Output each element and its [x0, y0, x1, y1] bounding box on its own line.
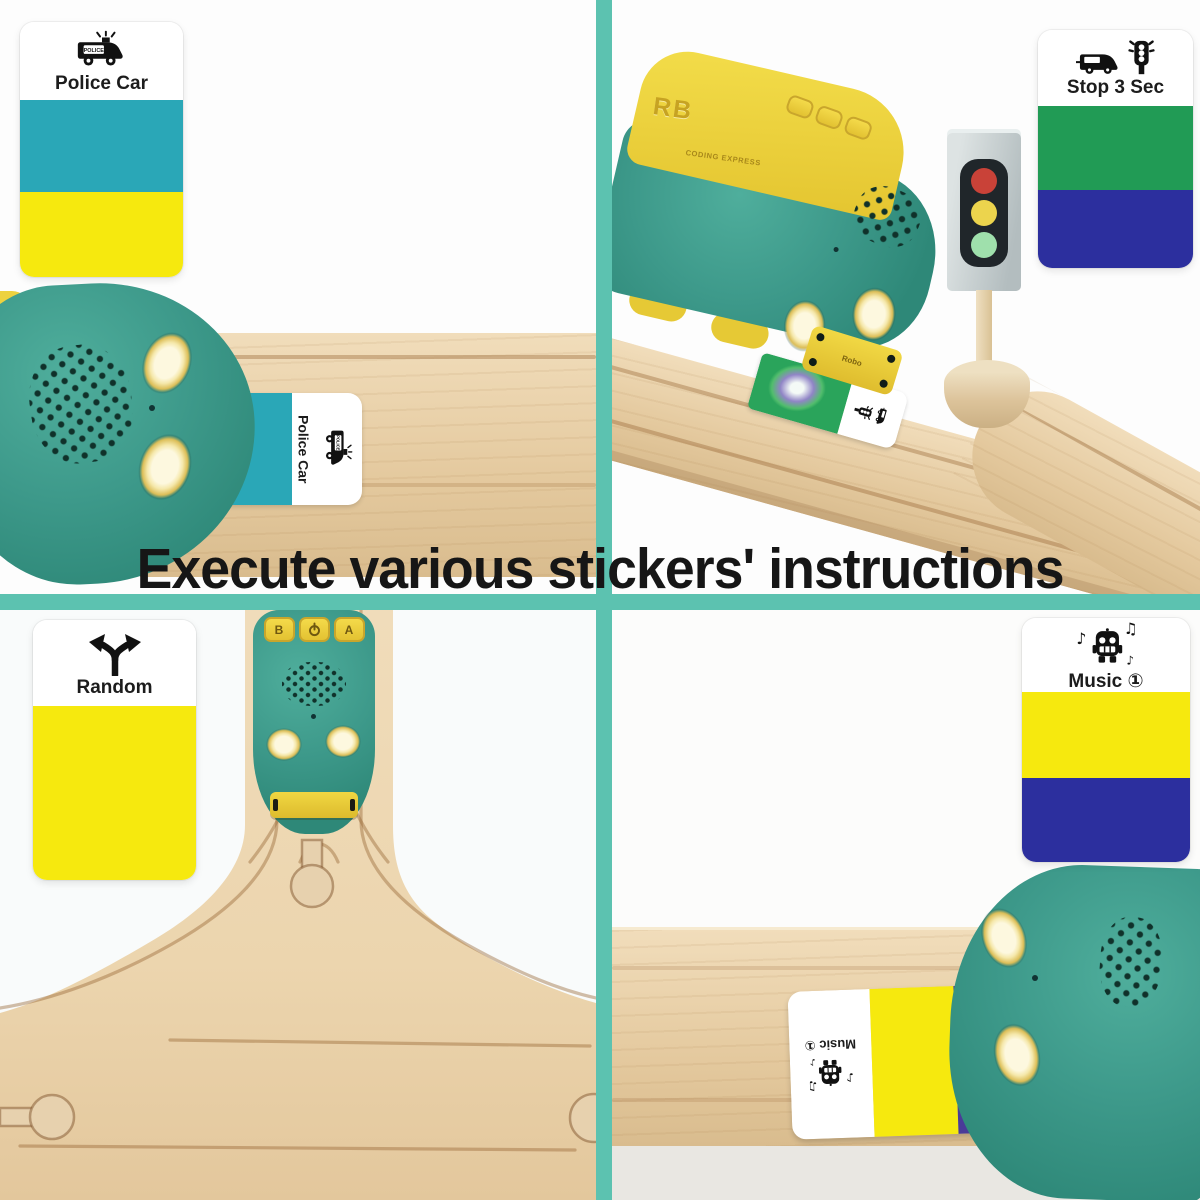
sticker-card-police: Police Car	[20, 22, 183, 277]
headline-text: Execute various stickers' instructions	[136, 537, 1065, 601]
speaker-grille	[282, 662, 346, 706]
train-button-power	[298, 617, 330, 642]
horizontal-divider	[0, 594, 1200, 610]
sensor-dot	[311, 714, 316, 719]
train-logo: RB	[651, 92, 695, 126]
card-header: Random	[33, 620, 196, 706]
sticker-card-music: Music ①	[1022, 618, 1190, 862]
power-icon	[307, 622, 322, 637]
card-label: Police Car	[55, 72, 148, 94]
sensor-dot	[149, 405, 155, 411]
train-button-a: A	[333, 617, 365, 642]
bumper-screw	[807, 357, 818, 368]
scene-random-sticker: Random B A	[0, 610, 596, 1200]
card-label: Stop 3 Sec	[1066, 77, 1165, 98]
bumper-screw	[815, 332, 826, 343]
sticker-strip-white: Music ①	[787, 988, 875, 1140]
card-label: Random	[76, 676, 153, 698]
scene-police-car-sticker: Police Car Police Car	[0, 0, 596, 594]
music-robot-icon	[803, 1053, 860, 1093]
traffic-light-base	[944, 360, 1030, 428]
button-label: B	[274, 622, 284, 637]
traffic-light-panel	[960, 159, 1008, 267]
track-sticker-police-label: Police Car	[295, 414, 312, 484]
green-light	[971, 232, 997, 258]
bumper-slot	[350, 799, 355, 811]
toy-train-front	[944, 860, 1200, 1200]
fork-arrows-icon	[84, 630, 146, 676]
music-robot-icon	[1067, 620, 1145, 670]
front-bumper	[270, 792, 358, 818]
bumper-text: Robo	[840, 353, 864, 368]
toy-train-front	[0, 275, 263, 591]
sticker-strip-yellow	[869, 986, 959, 1137]
headlight	[266, 728, 302, 761]
yellow-light	[971, 200, 997, 226]
card-block-yellow	[20, 192, 183, 277]
train-body	[944, 860, 1200, 1200]
bumper-slot	[273, 799, 278, 811]
scene-music-sticker: Music ① Music ①	[612, 610, 1200, 1200]
train-buttons: B A	[253, 617, 375, 642]
headline: Execute various stickers' instructions	[0, 536, 1200, 602]
headlight	[325, 725, 361, 758]
scene-stop-sticker: RB CODING EXPRESS Robo	[612, 0, 1200, 594]
traffic-light-icon	[1128, 39, 1155, 76]
card-block-green	[1038, 106, 1193, 190]
sticker-card-random: Random	[33, 620, 196, 880]
button-label: A	[344, 622, 354, 637]
card-block-blue	[1038, 190, 1193, 268]
sticker-strip-white: Police Car	[292, 393, 362, 505]
toy-train-top-view: B A	[253, 610, 375, 842]
card-block-blue	[1022, 778, 1190, 862]
bumper-screw	[878, 378, 889, 389]
train-button-b: B	[263, 617, 295, 642]
track-sticker-music-label: Music ①	[804, 1036, 857, 1054]
traffic-light-head	[947, 133, 1021, 291]
card-header: Music ①	[1022, 618, 1190, 692]
sticker-card-stop: Stop 3 Sec	[1038, 30, 1193, 268]
card-block-yellow	[1022, 692, 1190, 778]
bumper-screw	[886, 353, 897, 364]
van-icon	[1076, 50, 1122, 76]
card-block-yellow	[33, 706, 196, 880]
red-light	[971, 168, 997, 194]
card-header: Stop 3 Sec	[1038, 30, 1193, 106]
police-van-icon	[320, 427, 354, 471]
card-label: Music ①	[1068, 670, 1144, 692]
card-header: Police Car	[20, 22, 183, 100]
sensor-dot	[1032, 975, 1038, 981]
card-block-teal	[20, 100, 183, 192]
police-van-icon	[73, 30, 131, 72]
